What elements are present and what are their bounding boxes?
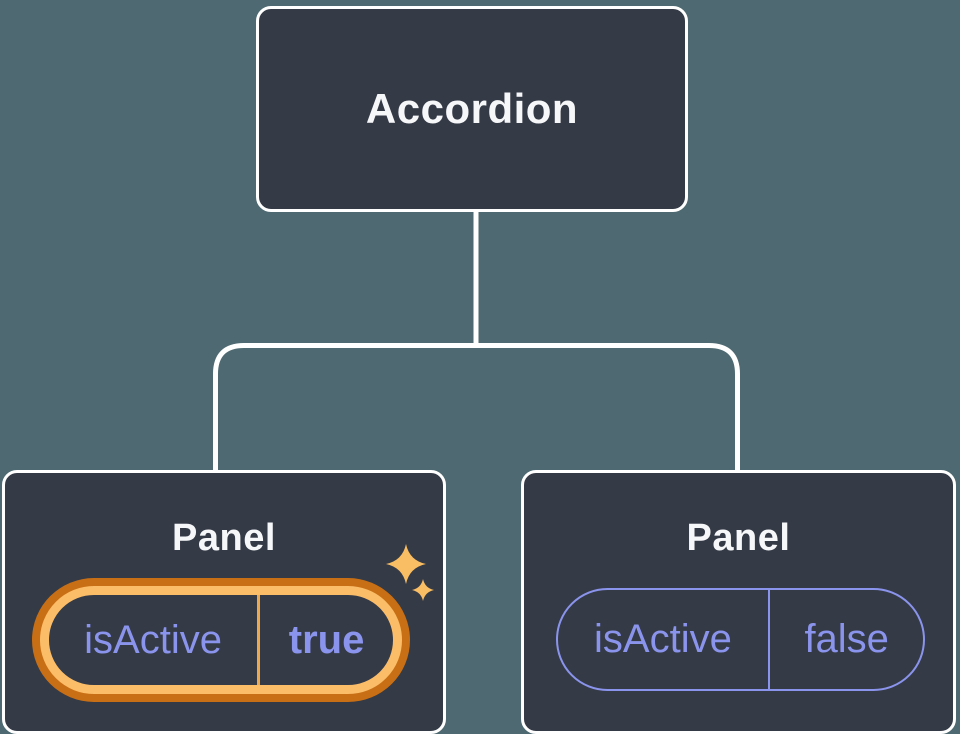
panel-node-active: Panel isActive true [2, 470, 446, 734]
state-value: true [288, 617, 365, 662]
sparkles-icon [386, 544, 434, 601]
accordion-node-label: Accordion [365, 85, 579, 132]
panel-title: Panel [172, 517, 276, 559]
panel-title: Panel [686, 517, 791, 559]
sparkle-large [386, 544, 426, 584]
state-key: isActive [84, 617, 222, 662]
state-pill-divider [767, 590, 771, 689]
state-pill-divider [257, 595, 261, 685]
state-pill-inactive: isActive false [556, 588, 925, 691]
sparkle-small [412, 579, 434, 601]
state-value: false [804, 617, 889, 661]
connector-branch [213, 343, 740, 472]
accordion-node: Accordion [256, 6, 688, 212]
panel-node-inactive: Panel isActive false [521, 470, 956, 734]
state-pill-active-ring: isActive true [40, 586, 402, 694]
state-pill-active: isActive true [32, 578, 410, 702]
state-key: isActive [594, 617, 732, 661]
